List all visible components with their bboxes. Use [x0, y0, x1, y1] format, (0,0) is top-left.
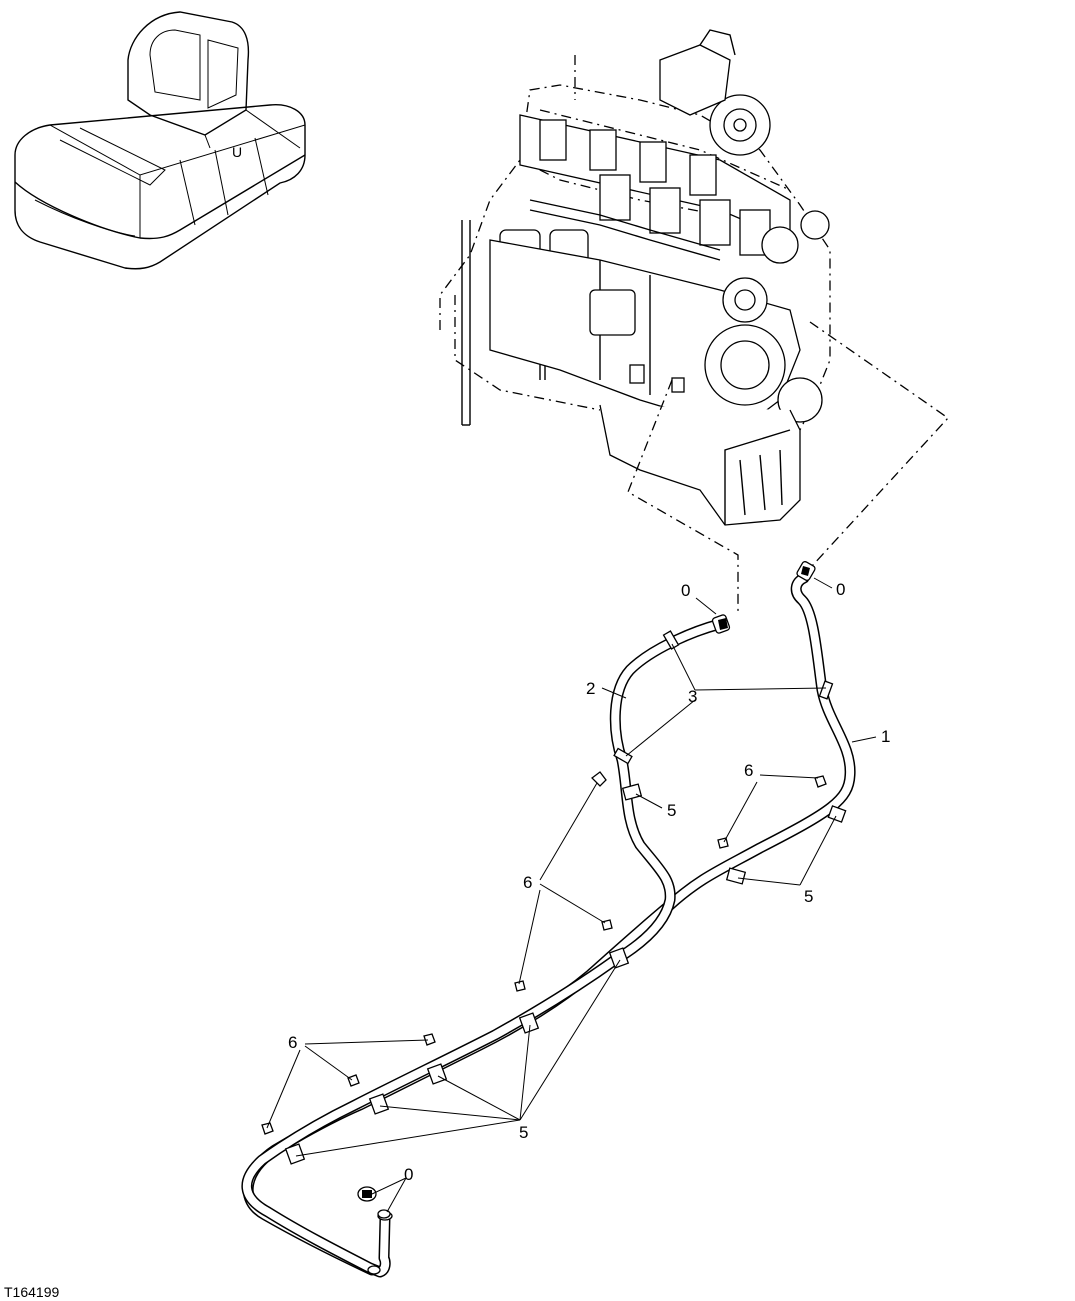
- callout-0-upper-right: 0: [836, 580, 845, 599]
- hose-2: [241, 618, 726, 1278]
- figure-id: T164199: [4, 1284, 59, 1300]
- excavator-locator-icon: U: [14, 11, 306, 270]
- screws-6: [261, 771, 827, 1135]
- callout-2: 2: [586, 679, 595, 698]
- callout-3: 3: [688, 687, 697, 706]
- callout-labels: 0 0 1 2 3 5 5 5 6 6 6 0: [288, 580, 890, 1184]
- callout-1: 1: [881, 727, 890, 746]
- callout-6-right: 6: [744, 761, 753, 780]
- callout-leader-lines: [266, 577, 877, 1213]
- callout-0-lower: 0: [404, 1165, 413, 1184]
- callout-5-upper: 5: [667, 801, 676, 820]
- phantom-connection-lines: [627, 321, 949, 615]
- callout-5-right: 5: [804, 887, 813, 906]
- hose-1: [242, 572, 856, 1276]
- clamp-3-c: [818, 680, 834, 700]
- clamp-3-b: [613, 747, 633, 765]
- callout-0-upper-left: 0: [681, 581, 690, 600]
- hose-clamp-0-lower-1: [357, 1186, 377, 1202]
- locator-marker: U: [232, 144, 242, 160]
- hose-clamp-0-upper-left: [711, 614, 731, 634]
- engine-assembly: [439, 29, 831, 526]
- hose-clamp-0-lower-2: [377, 1209, 391, 1219]
- clamp-3-a: [662, 630, 680, 650]
- callout-6-middle: 6: [523, 873, 532, 892]
- hose-clamp-0-upper-right: [796, 561, 816, 581]
- hose-clips-5: [284, 783, 847, 1165]
- callout-6-left: 6: [288, 1033, 297, 1052]
- callout-5-bottom: 5: [519, 1123, 528, 1142]
